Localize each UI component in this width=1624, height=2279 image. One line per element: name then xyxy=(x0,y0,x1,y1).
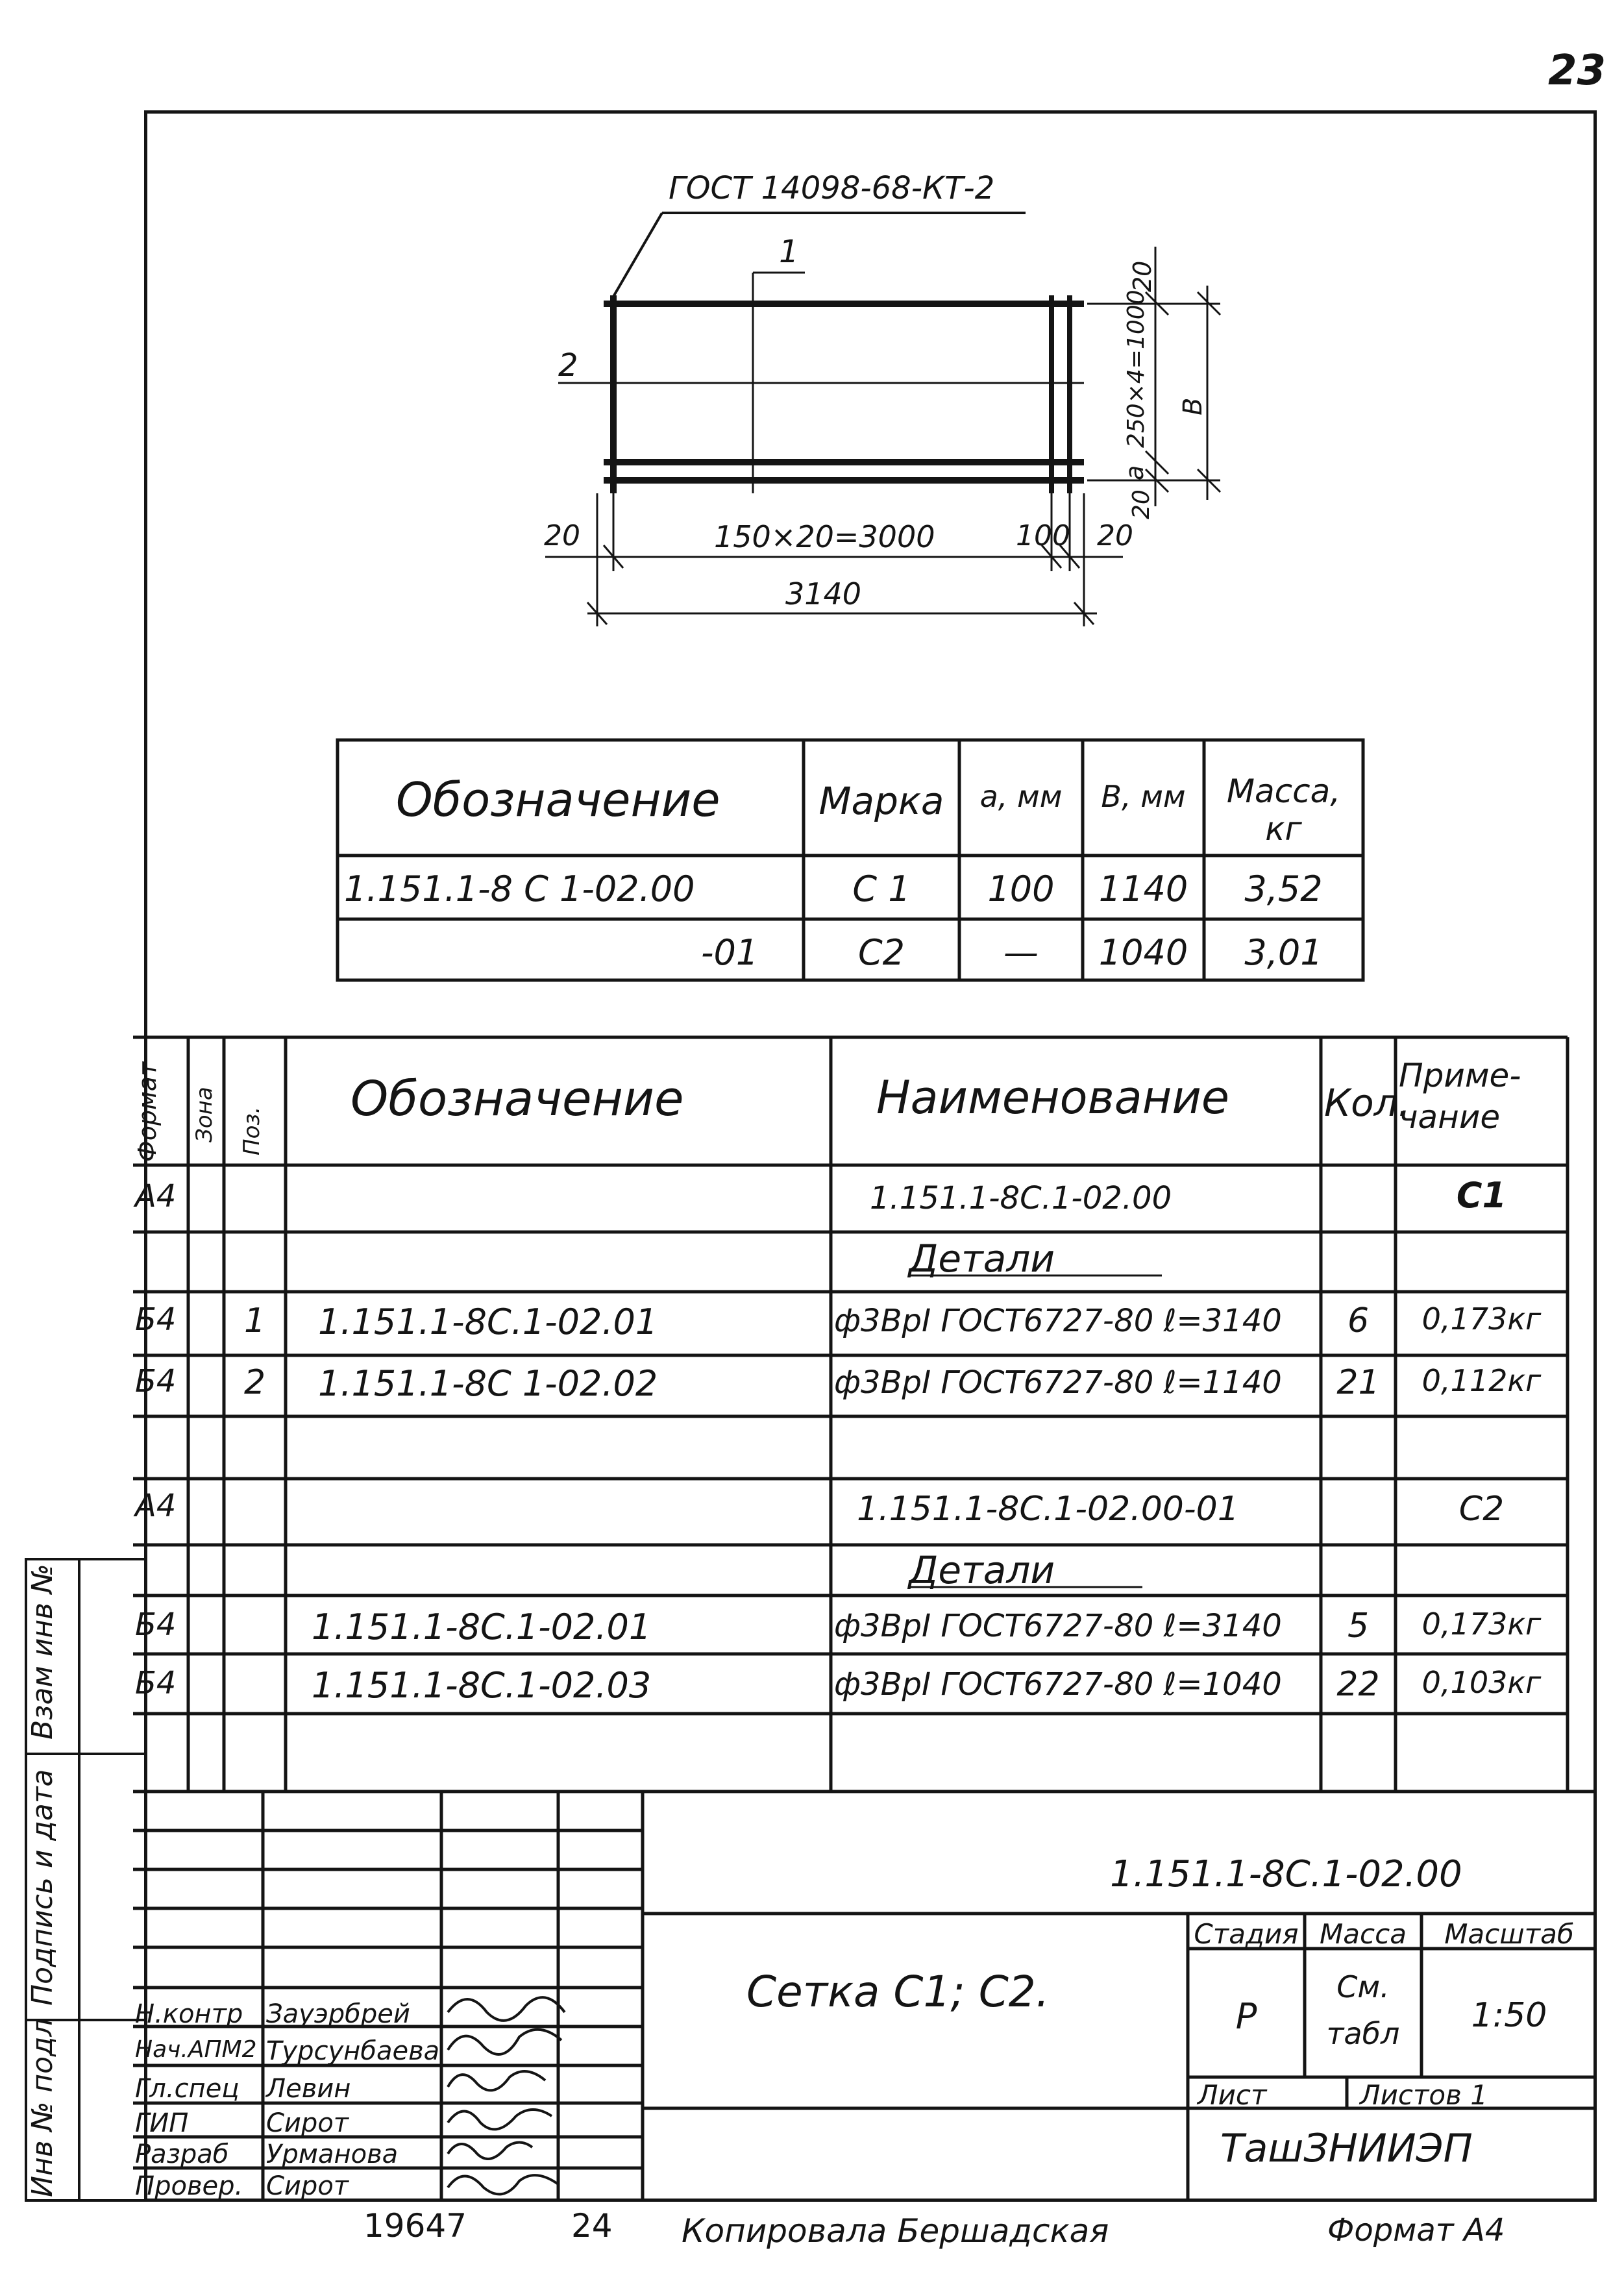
signature-name: Сирот xyxy=(266,2171,349,2201)
mass-table-row-1-mark: С 1 xyxy=(852,868,911,909)
mass-table-row-2-b: 1040 xyxy=(1098,932,1188,973)
spec-row-3-note: 0,173кг xyxy=(1421,1301,1542,1337)
spec-row-3-pos: 1 xyxy=(243,1301,266,1340)
spec-row-6-note: С2 xyxy=(1458,1490,1505,1529)
spec-row-8-qty: 5 xyxy=(1347,1607,1370,1645)
signature-role: Гл.спец xyxy=(135,2074,240,2104)
spec-row-8-note: 0,173кг xyxy=(1421,1607,1542,1642)
spec-row-9-note: 0,103кг xyxy=(1421,1665,1542,1700)
title-block-scale-label: Масштаб xyxy=(1444,1918,1574,1950)
spec-header-format: Формат xyxy=(133,1061,162,1162)
spec-row-1-note: С1 xyxy=(1456,1175,1507,1216)
dim-150x20: 150×20=3000 xyxy=(714,519,935,554)
signature-role: Провер. xyxy=(135,2171,243,2201)
mass-table-header-designation: Обозначение xyxy=(396,772,720,827)
title-block-doc-code: 1.151.1-8С.1-02.00 xyxy=(1110,1853,1462,1895)
title-block-stage-label: Стадия xyxy=(1194,1918,1299,1950)
signature-role: Разраб xyxy=(135,2139,229,2169)
signatures-scribbles xyxy=(447,1996,566,2196)
mass-table-row-2-mass: 3,01 xyxy=(1244,932,1323,973)
spec-row-9-designation: 1.151.1-8С.1-02.03 xyxy=(312,1665,652,1706)
title-block-mass-label: Масса xyxy=(1320,1918,1407,1950)
dim-total: 3140 xyxy=(785,576,862,611)
spec-row-6-name: 1.151.1-8С.1-02.00-01 xyxy=(857,1490,1239,1529)
dim-right-20: 20 xyxy=(1097,519,1133,552)
dim-left-20: 20 xyxy=(544,519,580,552)
spec-row-3-designation: 1.151.1-8С.1-02.01 xyxy=(318,1301,658,1342)
side-stamp-box xyxy=(25,1558,147,2202)
spec-row-4-format: Б4 xyxy=(135,1363,177,1399)
title-block-sheets-label: Листов 1 xyxy=(1360,2079,1488,2111)
side-stamp-row-divider-1 xyxy=(25,1753,147,1755)
signature-role: Н.контр xyxy=(135,1999,243,2029)
spec-row-1-name: 1.151.1-8С.1-02.00 xyxy=(870,1180,1172,1216)
spec-row-4-qty: 21 xyxy=(1336,1363,1380,1402)
spec-row-8-name: ф3ВрⅠ ГОСТ6727-80 ℓ=3140 xyxy=(834,1608,1282,1644)
spec-row-4-designation: 1.151.1-8С 1-02.02 xyxy=(318,1363,658,1404)
spec-row-4-pos: 2 xyxy=(243,1363,266,1402)
spec-row-3-qty: 6 xyxy=(1347,1301,1370,1340)
footer-format: Формат А4 xyxy=(1327,2212,1505,2248)
mass-table-header-b: В, мм xyxy=(1101,779,1186,814)
spec-header-name: Наименование xyxy=(876,1071,1229,1124)
spec-row-2-name: Детали xyxy=(909,1237,1055,1281)
mass-table-row-2-a: — xyxy=(1003,932,1039,973)
spec-row-4-note: 0,112кг xyxy=(1421,1363,1542,1398)
mass-table-row-1-designation: 1.151.1-8 С 1-02.00 xyxy=(344,868,695,909)
spec-row-4-name: ф3ВрⅠ ГОСТ6727-80 ℓ=1140 xyxy=(834,1364,1282,1401)
footer-page: 24 xyxy=(571,2207,613,2245)
title-block-org: ТашЗНИИЭП xyxy=(1220,2126,1473,2171)
footer-number: 19647 xyxy=(363,2207,467,2245)
spec-header-qty: Кол. xyxy=(1324,1081,1410,1125)
spec-row-9-format: Б4 xyxy=(135,1665,177,1701)
mesh-drawing xyxy=(545,212,1222,626)
spec-header-note: Приме- чание xyxy=(1399,1057,1521,1136)
mass-table-row-1-b: 1140 xyxy=(1098,868,1188,909)
spec-header-designation: Обозначение xyxy=(351,1071,684,1127)
footer-copied: Копировала Бершадская xyxy=(682,2212,1109,2250)
signature-name: Зауэрбрей xyxy=(266,1999,410,2029)
side-stamp-row-divider-2 xyxy=(25,2019,147,2021)
mass-table-row-2-designation: -01 xyxy=(701,932,759,973)
side-stamp-col-divider xyxy=(78,1558,80,2202)
signature-role: ГИП xyxy=(135,2108,189,2138)
title-block-sheet-label: Лист xyxy=(1198,2079,1267,2111)
mass-table-header-mass: Масса, кг xyxy=(1226,772,1341,848)
spec-header-pos: Поз. xyxy=(239,1106,265,1155)
mass-table-row-1-mass: 3,52 xyxy=(1244,868,1323,909)
position-1-label: 1 xyxy=(779,234,799,270)
mass-table-grid xyxy=(336,738,1365,982)
page-number: 23 xyxy=(1548,47,1606,95)
spec-header-zone: Зона xyxy=(191,1087,217,1142)
spec-row-6-format: А4 xyxy=(135,1488,177,1524)
spec-row-9-qty: 22 xyxy=(1336,1665,1380,1704)
spec-row-3-format: Б4 xyxy=(135,1301,177,1338)
signature-name: Турсунбаева xyxy=(266,2036,440,2066)
signature-role: Нач.АПМ2 xyxy=(135,2036,257,2063)
spec-row-8-format: Б4 xyxy=(135,1607,177,1643)
signature-name: Урманова xyxy=(266,2139,399,2169)
signature-name: Сирот xyxy=(266,2108,349,2138)
spec-row-8-designation: 1.151.1-8С.1-02.01 xyxy=(312,1607,652,1647)
mass-table-header-a: а, мм xyxy=(979,779,1063,814)
title-block-stage: Р xyxy=(1235,1996,1257,2037)
spec-row-7-name: Детали xyxy=(909,1548,1055,1592)
spec-row-3-name: ф3ВрⅠ ГОСТ6727-80 ℓ=3140 xyxy=(834,1303,1282,1339)
mass-table-header-mark: Марка xyxy=(818,779,944,823)
title-block-title: Сетка С1; С2. xyxy=(746,1967,1050,2017)
dim-100: 100 xyxy=(1016,519,1070,552)
drawing-frame xyxy=(144,110,1597,2202)
spec-row-9-name: ф3ВрⅠ ГОСТ6727-80 ℓ=1040 xyxy=(834,1666,1282,1703)
title-block-scale: 1:50 xyxy=(1471,1996,1547,2035)
signature-name: Левин xyxy=(266,2074,351,2104)
mesh-standard-label: ГОСТ 14098-68-КТ-2 xyxy=(669,170,995,206)
title-block-mass: См. табл xyxy=(1326,1969,1400,2051)
mass-table-row-2-mark: С2 xyxy=(857,932,905,973)
spec-row-1-format: А4 xyxy=(135,1178,177,1214)
position-2-label: 2 xyxy=(558,347,578,384)
mass-table-row-1-a: 100 xyxy=(987,868,1055,909)
